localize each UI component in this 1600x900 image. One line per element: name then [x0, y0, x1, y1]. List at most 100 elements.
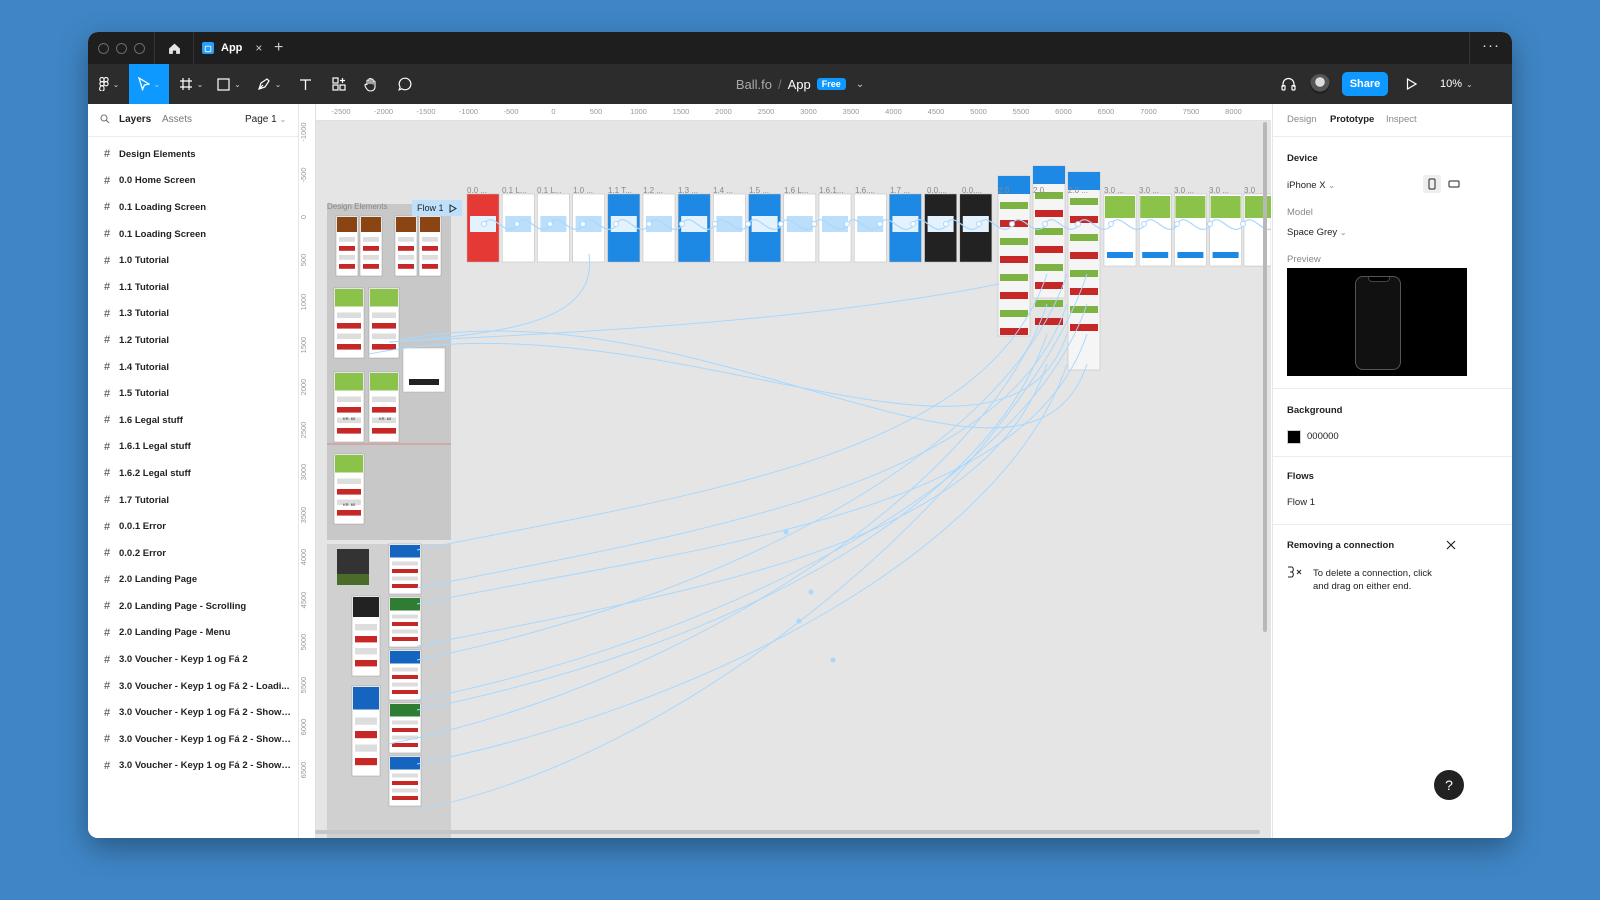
layer-item[interactable]: #1.6 Legal stuff: [88, 407, 298, 434]
frame-content[interactable]: [372, 417, 396, 424]
frame-header[interactable]: [390, 651, 420, 664]
flow-item[interactable]: Flow 1: [1287, 497, 1315, 508]
tab-app[interactable]: ▢ App ×: [192, 32, 272, 64]
frame-content[interactable]: [372, 344, 396, 350]
frame-content[interactable]: [1000, 328, 1028, 335]
layer-item[interactable]: #0.0.1 Error: [88, 513, 298, 540]
frame-header[interactable]: [353, 687, 379, 710]
frame-content[interactable]: [337, 428, 361, 434]
frame-content[interactable]: [337, 499, 361, 506]
layer-item[interactable]: #0.1 Loading Screen: [88, 194, 298, 221]
layer-item[interactable]: #1.6.1 Legal stuff: [88, 434, 298, 461]
frame-content[interactable]: [339, 246, 355, 251]
frame-content[interactable]: [337, 478, 361, 485]
frame-content[interactable]: [1142, 252, 1169, 258]
tab-assets[interactable]: Assets: [162, 114, 193, 125]
frame-content[interactable]: [962, 216, 989, 232]
frame-label[interactable]: 3.0 ...: [1174, 186, 1195, 195]
frame-content[interactable]: [822, 216, 848, 232]
frame-content[interactable]: [337, 323, 361, 329]
layer-item[interactable]: #1.0 Tutorial: [88, 247, 298, 274]
tab-close-icon[interactable]: ×: [255, 41, 263, 55]
frame-content[interactable]: [339, 255, 355, 260]
frame-content[interactable]: [337, 574, 369, 585]
frame-content[interactable]: [1177, 252, 1204, 258]
frame-header[interactable]: [1105, 196, 1135, 218]
layer-item[interactable]: #2.0 Landing Page: [88, 567, 298, 594]
new-tab-button[interactable]: +: [274, 39, 284, 56]
layer-item[interactable]: #1.3 Tutorial: [88, 301, 298, 328]
frame-content[interactable]: [1070, 270, 1098, 277]
frame-label[interactable]: 1.2 ...: [643, 186, 664, 195]
frame-content[interactable]: [372, 323, 396, 329]
frame-content[interactable]: [1070, 306, 1098, 313]
frame-content[interactable]: [681, 216, 708, 232]
frame-content[interactable]: [1035, 246, 1063, 253]
frame-content[interactable]: [1000, 274, 1028, 281]
layer-item[interactable]: #1.1 Tutorial: [88, 274, 298, 301]
avatar[interactable]: [1310, 74, 1330, 94]
frame-content[interactable]: [1035, 264, 1063, 271]
chevron-down-icon[interactable]: ⌄: [855, 78, 865, 90]
layer-item[interactable]: #1.7 Tutorial: [88, 487, 298, 514]
layer-item[interactable]: #0.1 Loading Screen: [88, 221, 298, 248]
frame-content[interactable]: [422, 255, 438, 260]
frame-content[interactable]: [422, 237, 438, 242]
frame-label[interactable]: 0.1 L...: [502, 186, 527, 195]
frame-content[interactable]: [355, 660, 377, 667]
frame-header[interactable]: [1068, 172, 1100, 190]
shape-tool[interactable]: ⌄: [212, 64, 246, 104]
frame-content[interactable]: [392, 561, 418, 566]
frame-content[interactable]: [337, 333, 361, 340]
frame-header[interactable]: [390, 757, 420, 770]
frame-content[interactable]: [355, 744, 377, 752]
background-hex[interactable]: 000000: [1307, 431, 1339, 442]
layer-item[interactable]: #2.0 Landing Page - Scrolling: [88, 593, 298, 620]
page-selector[interactable]: Page 1 ⌄: [245, 114, 286, 125]
frame-content[interactable]: [337, 510, 361, 516]
frame-content[interactable]: [355, 717, 377, 725]
layer-item[interactable]: #1.2 Tutorial: [88, 327, 298, 354]
frame-thumbnail[interactable]: [402, 347, 446, 393]
frame-header[interactable]: [1210, 196, 1241, 218]
frame-label[interactable]: 1.1 T...: [608, 186, 632, 195]
frame-label[interactable]: 2.0 ...: [998, 186, 1019, 195]
frame-label[interactable]: 1.6....: [855, 186, 876, 195]
text-tool[interactable]: [292, 64, 318, 104]
layer-item[interactable]: #1.6.2 Legal stuff: [88, 460, 298, 487]
project-name[interactable]: Ball.fo: [735, 76, 772, 92]
frame-label[interactable]: 1.6.1...: [819, 186, 844, 195]
frame-label[interactable]: 1.5 ...: [749, 186, 770, 195]
frame-content[interactable]: [392, 690, 418, 694]
frame-content[interactable]: [1000, 292, 1028, 299]
frame-content[interactable]: [392, 781, 418, 785]
frame-content[interactable]: [337, 344, 361, 350]
frame-content[interactable]: [1035, 300, 1063, 307]
frame-content[interactable]: [1000, 256, 1028, 263]
frame-content[interactable]: [392, 637, 418, 641]
frame-content[interactable]: [398, 264, 414, 269]
layer-item[interactable]: #3.0 Voucher - Keyp 1 og Fá 2: [88, 646, 298, 673]
frame-content[interactable]: [1070, 234, 1098, 241]
frame-content[interactable]: [337, 417, 361, 424]
frame-label[interactable]: 0.1 L...: [537, 186, 562, 195]
frame-content[interactable]: [372, 312, 396, 319]
frame-content[interactable]: [1035, 210, 1063, 217]
frame-content[interactable]: [392, 720, 418, 725]
zoom-menu[interactable]: 10% ⌄: [1440, 64, 1473, 104]
frame-header[interactable]: [370, 373, 398, 391]
model-select[interactable]: Space Grey ⌄: [1287, 227, 1347, 238]
help-button[interactable]: ?: [1434, 770, 1464, 800]
frame-content[interactable]: [392, 743, 418, 747]
frame-content[interactable]: [337, 407, 361, 413]
frame-content[interactable]: [392, 682, 418, 687]
share-button[interactable]: Share: [1342, 72, 1388, 96]
layer-item[interactable]: #1.5 Tutorial: [88, 380, 298, 407]
frame-content[interactable]: [372, 333, 396, 340]
frame-content[interactable]: [392, 788, 418, 793]
frame-header[interactable]: [1033, 166, 1065, 184]
frame-label[interactable]: 3.0 ...: [1104, 186, 1125, 195]
frame-label[interactable]: 2.0 ...: [1068, 186, 1089, 195]
frame-content[interactable]: [355, 731, 377, 739]
